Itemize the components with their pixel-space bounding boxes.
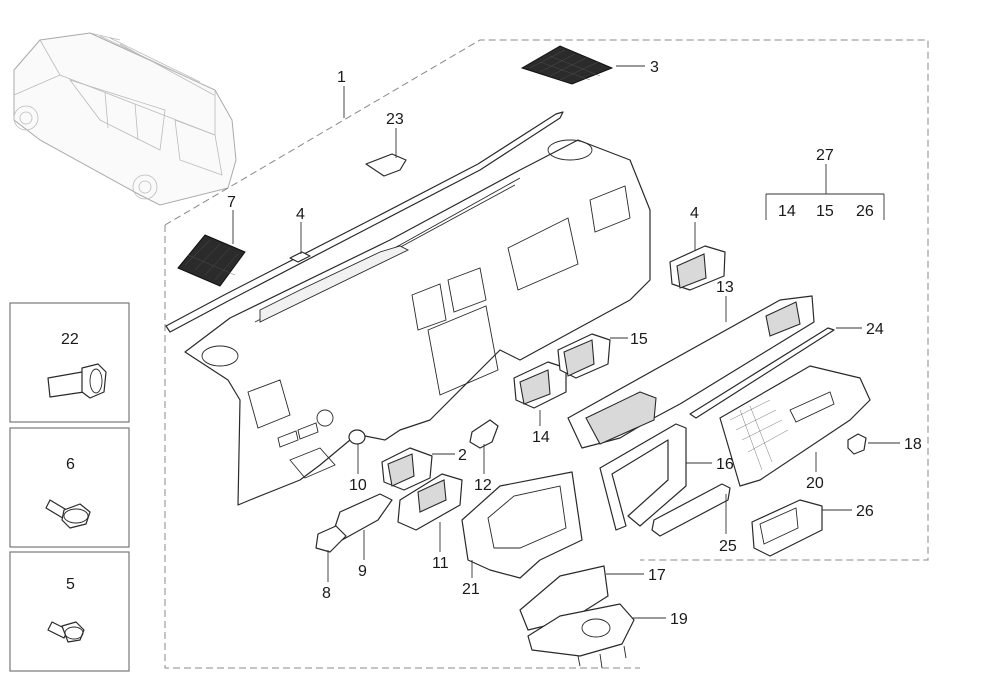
column-cover-17 <box>519 565 609 631</box>
vehicle-thumbnail <box>13 32 237 206</box>
callout-5: 5 <box>66 576 75 593</box>
instrument-panel-1 <box>184 139 651 506</box>
speaker-grille-3 <box>520 45 614 85</box>
callout-4-left: 4 <box>296 206 305 223</box>
clip-18 <box>847 433 867 455</box>
callout-25: 25 <box>719 538 737 555</box>
fastener-box-6 <box>9 427 130 548</box>
group-27-member-15: 15 <box>816 203 834 220</box>
column-cover-19 <box>527 603 635 669</box>
bracket-26 <box>751 499 823 557</box>
speaker-grille-7 <box>177 234 246 287</box>
callout-4-right: 4 <box>690 205 699 222</box>
callout-3: 3 <box>650 59 659 76</box>
callout-10: 10 <box>349 477 367 494</box>
callout-8: 8 <box>322 585 331 602</box>
callout-1: 1 <box>337 69 346 86</box>
glove-box-20 <box>719 365 871 487</box>
callout-22: 22 <box>61 331 79 348</box>
bezel-16 <box>599 423 687 531</box>
vent-15 <box>557 333 611 379</box>
windshield-trim-strip <box>165 111 564 333</box>
cover-23 <box>365 153 407 177</box>
group-27-member-26: 26 <box>856 203 874 220</box>
trim-8 <box>315 525 347 553</box>
callout-15: 15 <box>630 331 648 348</box>
fastener-box-5 <box>9 551 130 672</box>
assembly-boundary <box>164 39 929 669</box>
callout-6: 6 <box>66 456 75 473</box>
callout-21: 21 <box>462 581 480 598</box>
vent-14 <box>513 361 567 409</box>
callout-23: 23 <box>386 111 404 128</box>
callout-11: 11 <box>432 555 449 572</box>
panel-11 <box>397 473 463 531</box>
callout-16: 16 <box>716 456 734 473</box>
cover-4-left <box>289 251 311 263</box>
callout-14: 14 <box>532 429 550 446</box>
callout-12: 12 <box>474 477 492 494</box>
callout-2: 2 <box>458 447 467 464</box>
bracket-12 <box>469 419 499 449</box>
callout-26: 26 <box>856 503 874 520</box>
group-27-member-14: 14 <box>778 203 796 220</box>
center-panel-13 <box>567 295 815 449</box>
callout-20: 20 <box>806 475 824 492</box>
callout-24: 24 <box>866 321 884 338</box>
fastener-box-22 <box>9 302 130 423</box>
vent-4-right <box>669 245 726 291</box>
vent-2 <box>381 447 433 491</box>
grommet-10 <box>348 429 366 445</box>
leader-lines <box>232 65 900 619</box>
callout-13: 13 <box>716 279 734 296</box>
callout-19: 19 <box>670 611 688 628</box>
callout-18: 18 <box>904 436 922 453</box>
callout-7: 7 <box>227 194 236 211</box>
cluster-hood-21 <box>461 471 583 579</box>
trim-25 <box>651 483 731 537</box>
callout-17: 17 <box>648 567 666 584</box>
group-27-label: 27 <box>816 147 834 164</box>
trim-strip-24 <box>689 327 835 419</box>
callout-9: 9 <box>358 563 367 580</box>
